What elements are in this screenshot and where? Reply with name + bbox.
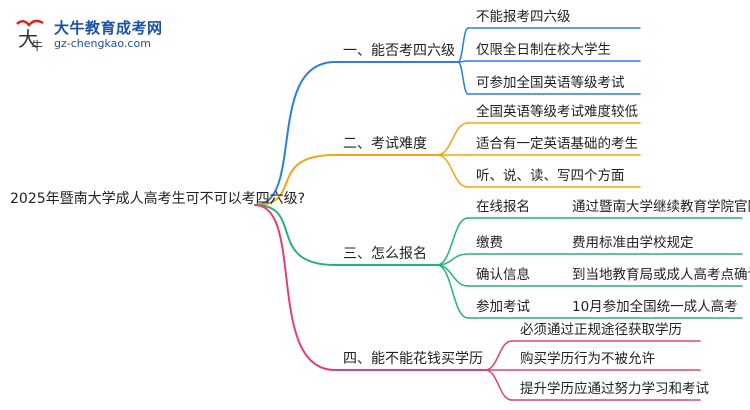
svg-text:大: 大	[18, 27, 38, 51]
branch-3-item: 在线报名	[476, 199, 530, 215]
item-connector	[484, 340, 513, 371]
item-connector	[436, 154, 469, 188]
site-logo: 大 牛 大牛教育成考网 gz-chengkao.com	[14, 14, 174, 54]
branch-4-item: 必须通过正规途径获取学历	[520, 322, 682, 338]
branch-2-item: 听、说、读、写四个方面	[476, 168, 625, 184]
item-connector	[457, 27, 469, 63]
logo-title: 大牛教育成考网	[54, 19, 163, 37]
branch-1-item: 不能报考四六级	[476, 9, 571, 25]
branch-label-3: 三、怎么报名	[343, 246, 427, 262]
item-connector	[436, 122, 469, 156]
branch-4-item: 提升学历应通过努力学习和考试	[520, 381, 709, 397]
branch-2-item: 适合有一定英语基础的考生	[476, 136, 638, 152]
item-connector	[436, 264, 469, 287]
item-connector	[457, 61, 469, 95]
branch-3-item: 确认信息	[476, 267, 530, 283]
root-topic: 2025年暨南大学成人高考生可不可以考四六级?	[10, 191, 306, 207]
branch-connector	[254, 204, 336, 371]
logo-url: gz-chengkao.com	[54, 37, 151, 50]
branch-4-item: 购买学历行为不被允许	[520, 351, 655, 367]
svg-text:牛: 牛	[31, 38, 43, 52]
branch-connector	[254, 61, 336, 206]
branch-label-1: 一、能否考四六级	[343, 43, 455, 59]
branch-3-item: 缴费	[476, 235, 503, 251]
item-connector	[436, 217, 469, 266]
branch-3-item-detail: 10月参加全国统一成人高考	[572, 299, 738, 315]
branch-connector	[254, 154, 336, 206]
branch-1-item: 仅限全日制在校大学生	[476, 42, 611, 58]
branch-3-item-detail: 费用标准由学校规定	[572, 235, 694, 251]
branch-label-4: 四、能不能花钱买学历	[343, 351, 483, 367]
branch-label-2: 二、考试难度	[343, 136, 427, 152]
item-connector	[436, 264, 469, 319]
branch-1-item: 可参加全国英语等级考试	[476, 75, 625, 91]
item-connector	[484, 369, 513, 401]
bull-logo-icon: 大 牛	[16, 19, 44, 52]
branch-3-item-detail: 到当地教育局或成人高考点确认	[572, 267, 750, 283]
branch-connector	[254, 204, 336, 266]
branch-3-item-detail: 通过暨南大学继续教育学院官网	[572, 199, 750, 215]
branch-2-item: 全国英语等级考试难度较低	[476, 104, 638, 120]
branch-3-item: 参加考试	[476, 299, 530, 315]
